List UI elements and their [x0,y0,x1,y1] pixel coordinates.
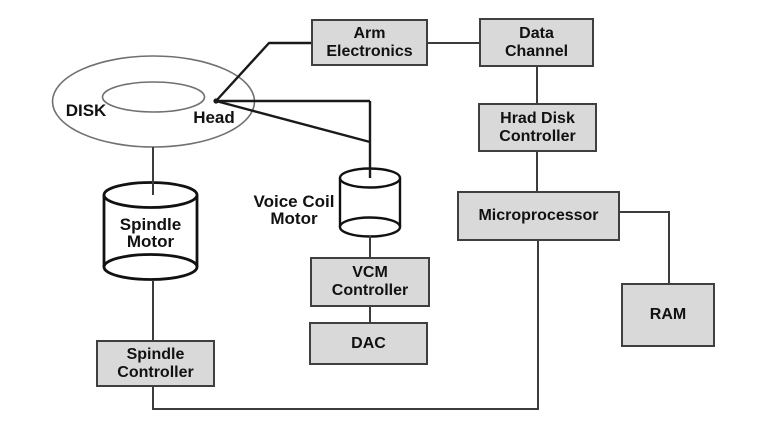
data-channel-line1: Data [519,24,554,42]
dac-label: DAC [351,334,386,352]
spindle-controller-line1: Spindle [126,345,185,363]
ram-label: RAM [649,306,687,324]
disk-label-text: DISK [65,101,107,121]
head-arm-lines [213,41,372,178]
head-label-text: Head [193,108,235,128]
vcm-controller-line1: VCM [352,264,388,282]
arm-electronics-line1: Arm [353,24,386,42]
connector-lines [152,42,670,410]
head-pivot-dot [213,98,219,104]
voice-coil-motor-label: Voice Coil Motor [246,191,342,229]
voice-coil-label-line1: Voice Coil [253,191,335,211]
hard-disk-controller-line1: Hrad Disk [500,109,575,127]
microprocessor-label: Microprocessor [478,207,599,225]
voice-coil-label-line2: Motor [270,209,318,228]
wire-micro-to-ram [620,211,670,283]
voice-coil-cylinder [338,167,402,238]
box-ram: RAM [621,283,715,347]
head-label: Head [184,108,244,128]
spindle-controller-line2: Controller [117,363,194,381]
spindle-motor-cylinder [102,181,199,281]
box-dac: DAC [309,322,428,365]
data-channel-line2: Channel [504,42,569,60]
wire-spindlectrl-to-micro [152,241,539,410]
box-microprocessor: Microprocessor [457,191,620,241]
vcm-controller-line2: Controller [331,282,409,299]
disk-inner-ellipse [101,81,206,113]
disk-label: DISK [56,101,116,121]
spindle-motor-label-line1: Spindle [119,214,182,234]
box-arm-electronics: Arm Electronics [311,19,428,66]
box-spindle-controller: Spindle Controller [96,340,215,387]
spindle-motor-label: Spindle Motor [102,214,199,252]
box-hard-disk-controller: Hrad Disk Controller [478,103,597,152]
arm-electronics-line2: Electronics [326,42,413,60]
spindle-motor-label-line2: Motor [126,232,175,251]
box-data-channel: Data Channel [479,18,594,67]
hard-disk-controller-line2: Controller [499,127,576,145]
box-vcm-controller: VCM Controller [310,257,430,307]
